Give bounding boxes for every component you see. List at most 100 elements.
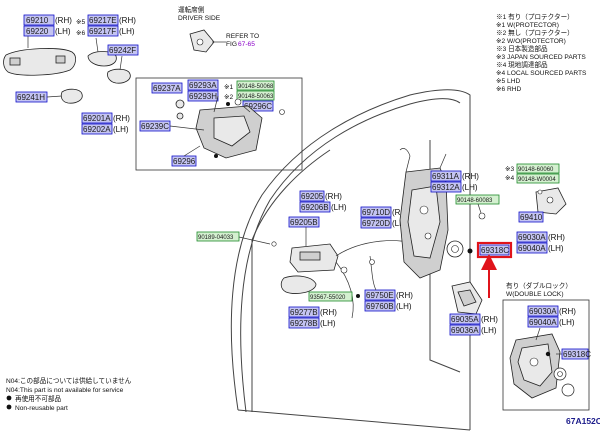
svg-text:69318C: 69318C <box>563 350 591 359</box>
part-69040A-double[interactable]: 69040A <box>527 316 559 328</box>
part-69220[interactable]: 69220 <box>23 25 55 37</box>
svg-text:(LH): (LH) <box>55 27 71 36</box>
part-90148-60083[interactable]: 90148-60083 <box>455 194 500 205</box>
part-69318C-double[interactable]: 69318C <box>561 348 591 360</box>
svg-text:※2: ※2 <box>224 94 234 101</box>
svg-text:※5 LHD: ※5 LHD <box>496 78 520 85</box>
part-69239C[interactable]: 69239C <box>139 120 171 132</box>
part-69205[interactable]: 69205 <box>299 190 325 202</box>
part-69201A[interactable]: 69201A <box>81 112 113 124</box>
svg-text:W(DOUBLE LOCK): W(DOUBLE LOCK) <box>506 291 564 298</box>
part-69311A[interactable]: 69311A <box>430 170 462 182</box>
svg-text:※3 日本製造部品: ※3 日本製造部品 <box>496 44 548 53</box>
svg-text:※3 JAPAN SOURCED PARTS: ※3 JAPAN SOURCED PARTS <box>496 54 586 61</box>
part-69278B[interactable]: 69278B <box>288 317 320 329</box>
part-69312A[interactable]: 69312A <box>430 181 462 193</box>
part-90189-04033[interactable]: 90189-04033 <box>196 231 240 242</box>
svg-text:69296C: 69296C <box>244 102 272 111</box>
svg-text:69040A: 69040A <box>518 244 546 253</box>
svg-text:※1 W(PROTECTOR): ※1 W(PROTECTOR) <box>496 22 559 29</box>
svg-text:69312A: 69312A <box>432 183 460 192</box>
svg-text:69296: 69296 <box>173 157 196 166</box>
part-69760B[interactable]: 69760B <box>364 300 396 312</box>
svg-text:90148-50063: 90148-50063 <box>238 94 274 100</box>
part-69296[interactable]: 69296 <box>171 155 197 167</box>
outer-handle-drawing <box>3 48 76 76</box>
part-69237A[interactable]: 69237A <box>151 82 183 94</box>
svg-text:(LH): (LH) <box>559 318 575 327</box>
svg-text:69217F: 69217F <box>89 27 116 36</box>
svg-text:69237A: 69237A <box>153 84 181 93</box>
part-69202A[interactable]: 69202A <box>81 123 113 135</box>
part-90148-60060[interactable]: 90148-60060 <box>516 163 560 174</box>
svg-text:69760B: 69760B <box>366 302 394 311</box>
part-69206B[interactable]: 69206B <box>299 201 331 213</box>
part-90148-50068[interactable]: 90148-50068 <box>236 80 275 91</box>
svg-text:(LH): (LH) <box>119 27 135 36</box>
diagram-code: 67A152C <box>566 416 600 426</box>
driver-side-callout: 運転席側 DRIVER SIDE REFER TO FIG 67-65 <box>178 5 259 53</box>
part-69030A[interactable]: 69030A <box>516 231 548 243</box>
part-69210[interactable]: 69210 <box>23 14 55 26</box>
svg-text:69206B: 69206B <box>301 203 329 212</box>
svg-text:69239C: 69239C <box>141 122 169 131</box>
svg-text:(RH): (RH) <box>559 307 576 316</box>
legend-top-right: ※1 有り（プロテクター） ※1 W(PROTECTOR) ※2 無し（プロテク… <box>496 12 587 93</box>
svg-text:(LH): (LH) <box>548 244 564 253</box>
part-69217F[interactable]: 69217F <box>87 25 119 37</box>
svg-text:69205B: 69205B <box>290 218 318 227</box>
part-69293H[interactable]: 69293H <box>187 90 219 102</box>
part-69035A[interactable]: 69035A <box>449 313 481 325</box>
svg-text:(RH): (RH) <box>325 192 342 201</box>
svg-text:69035A: 69035A <box>451 315 479 324</box>
part-69040A[interactable]: 69040A <box>516 242 548 254</box>
part-69750E[interactable]: 69750E <box>364 289 396 301</box>
door-latch-drawing <box>399 148 449 279</box>
svg-text:69410: 69410 <box>520 213 543 222</box>
svg-text:(LH): (LH) <box>320 319 336 328</box>
svg-text:※1: ※1 <box>224 84 234 91</box>
svg-text:69201A: 69201A <box>83 114 111 123</box>
part-69030A-double[interactable]: 69030A <box>527 305 559 317</box>
svg-text:(RH): (RH) <box>320 308 337 317</box>
svg-text:※1 有り（プロテクター）: ※1 有り（プロテクター） <box>496 12 574 21</box>
lock-detail-box: 69237A 69293A 69293H ※1 ※2 90148-50068 9… <box>135 77 303 171</box>
part-69217E[interactable]: 69217E <box>87 14 119 26</box>
svg-text:※5: ※5 <box>76 19 86 26</box>
part-69241H[interactable]: 69241H <box>15 91 48 103</box>
svg-text:90148-W0004: 90148-W0004 <box>518 177 556 183</box>
svg-text:Non-reusable part: Non-reusable part <box>15 405 68 412</box>
svg-text:(RH): (RH) <box>481 315 498 324</box>
part-69277B[interactable]: 69277B <box>288 306 320 318</box>
svg-text:※6: ※6 <box>76 30 86 37</box>
svg-text:69318C: 69318C <box>481 246 509 255</box>
svg-text:※6 RHD: ※6 RHD <box>496 86 522 93</box>
svg-text:(RH): (RH) <box>55 16 72 25</box>
part-69318C[interactable]: 69318C <box>476 241 513 259</box>
svg-text:69750E: 69750E <box>366 291 394 300</box>
part-69710D[interactable]: 69710D <box>360 206 392 218</box>
part-90148-50063[interactable]: 90148-50063 <box>236 90 275 101</box>
svg-text:69278B: 69278B <box>290 319 318 328</box>
part-69293A[interactable]: 69293A <box>187 79 219 91</box>
svg-text:再使用不可部品: 再使用不可部品 <box>15 394 62 403</box>
fig-67-65-link[interactable]: 67-65 <box>238 41 255 48</box>
svg-text:(RH): (RH) <box>462 172 479 181</box>
bullet-icon <box>6 404 12 410</box>
notes-bottom-left: N04:この部品については供給していません N04:This part is n… <box>6 376 132 412</box>
svg-text:69220: 69220 <box>26 27 49 36</box>
part-69242F[interactable]: 69242F <box>107 44 139 56</box>
svg-text:(LH): (LH) <box>113 125 129 134</box>
part-69410[interactable]: 69410 <box>518 211 544 223</box>
svg-text:運転席側: 運転席側 <box>178 5 205 14</box>
svg-text:有り（ダブルロック）: 有り（ダブルロック） <box>506 281 572 290</box>
svg-text:(RH): (RH) <box>119 16 136 25</box>
svg-text:69202A: 69202A <box>83 125 111 134</box>
part-90148-W0004[interactable]: 90148-W0004 <box>516 173 560 184</box>
svg-text:90189-04033: 90189-04033 <box>198 235 234 241</box>
part-69205B[interactable]: 69205B <box>288 216 320 228</box>
part-93567-55020[interactable]: 93567-55020 <box>308 291 353 302</box>
part-69036A[interactable]: 69036A <box>449 324 481 336</box>
svg-text:(LH): (LH) <box>331 203 347 212</box>
part-69720D[interactable]: 69720D <box>360 217 392 229</box>
